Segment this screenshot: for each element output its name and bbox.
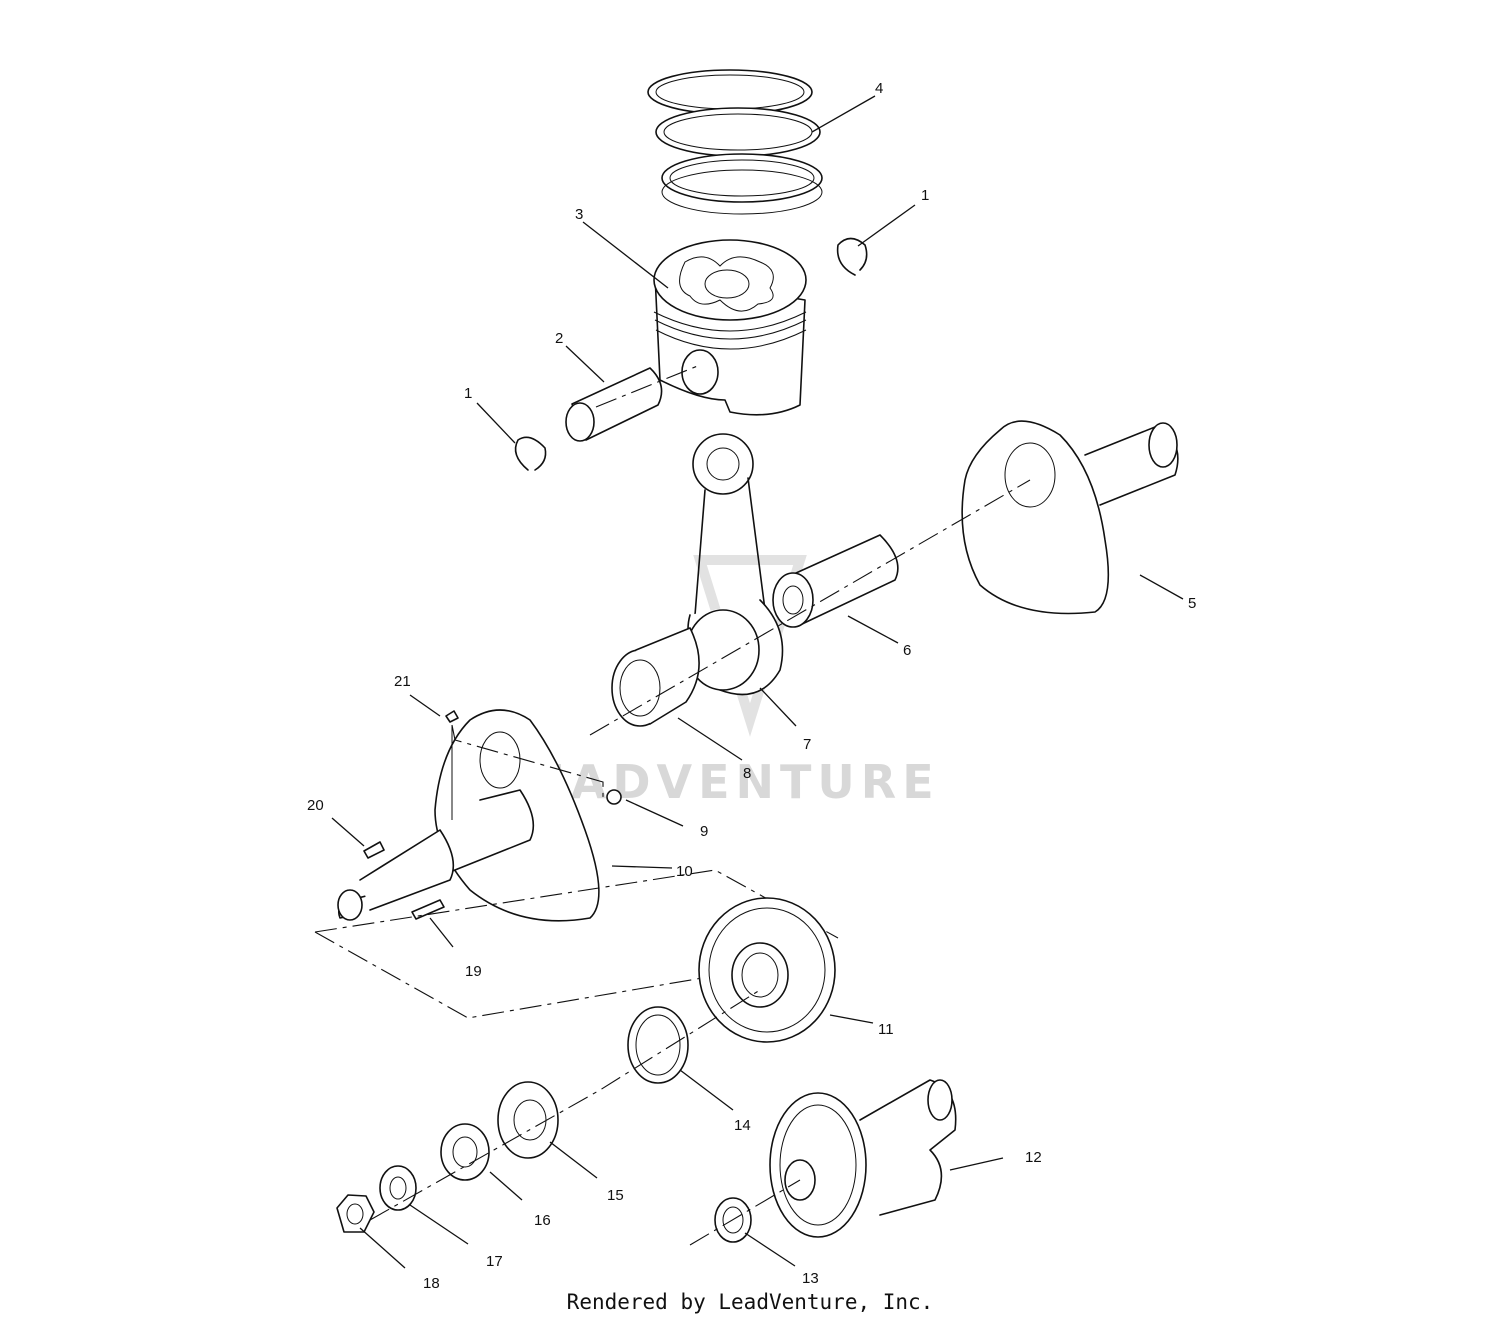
render-credit: Rendered by LeadVenture, Inc.: [566, 1290, 934, 1314]
callout-17: 17: [486, 1253, 503, 1270]
oil-plug: [606, 789, 622, 805]
callout-15: 15: [607, 1187, 624, 1204]
drive-gear: [497, 1081, 559, 1159]
washer: [379, 1165, 417, 1211]
callout-5: 5: [1188, 595, 1196, 612]
crankshaft-gear: [698, 897, 836, 1043]
callout-9: 9: [700, 823, 708, 840]
lock-nut: [440, 1123, 490, 1181]
crankshaft-left-half: [337, 709, 600, 922]
callout-3: 3: [575, 206, 583, 223]
circlip-right: [836, 237, 868, 276]
crankshaft-right-half: [961, 420, 1179, 615]
callout-19: 19: [465, 963, 482, 980]
piston: [653, 239, 807, 416]
thrust-washer: [627, 1006, 689, 1084]
callout-11: 11: [878, 1021, 894, 1038]
callout-1-right: 1: [921, 187, 929, 204]
callout-10: 10: [676, 863, 693, 880]
callout-6: 6: [903, 642, 911, 659]
callout-2: 2: [555, 330, 563, 347]
callout-21: 21: [394, 673, 411, 690]
connecting-rod: [686, 433, 784, 696]
callout-20: 20: [307, 797, 324, 814]
pin-key-small: [445, 710, 459, 723]
balance-shaft: [769, 1079, 957, 1238]
callout-12: 12: [1025, 1149, 1042, 1166]
needle-bearing: [611, 627, 700, 727]
piston-pin: [565, 367, 663, 442]
dowel-pin: [411, 899, 445, 920]
callout-16: 16: [534, 1212, 551, 1229]
callout-numbers: 4 1 3 2 1 5 6 7 8 9 10 21 20 19 11 12 14…: [307, 80, 1196, 1292]
crank-pin: [772, 534, 899, 628]
callout-13: 13: [802, 1270, 819, 1287]
woodruff-key: [363, 841, 385, 859]
circlip-left: [514, 436, 547, 471]
hex-nut: [336, 1194, 375, 1233]
callout-4: 4: [875, 80, 883, 97]
piston-rings: [647, 69, 823, 215]
callout-18: 18: [423, 1275, 440, 1292]
callout-8: 8: [743, 765, 751, 782]
centerlines: [369, 364, 1031, 1246]
callout-1-left: 1: [464, 385, 472, 402]
callout-7: 7: [803, 736, 811, 753]
leader-lines: [331, 95, 1184, 1269]
callout-14: 14: [734, 1117, 751, 1134]
